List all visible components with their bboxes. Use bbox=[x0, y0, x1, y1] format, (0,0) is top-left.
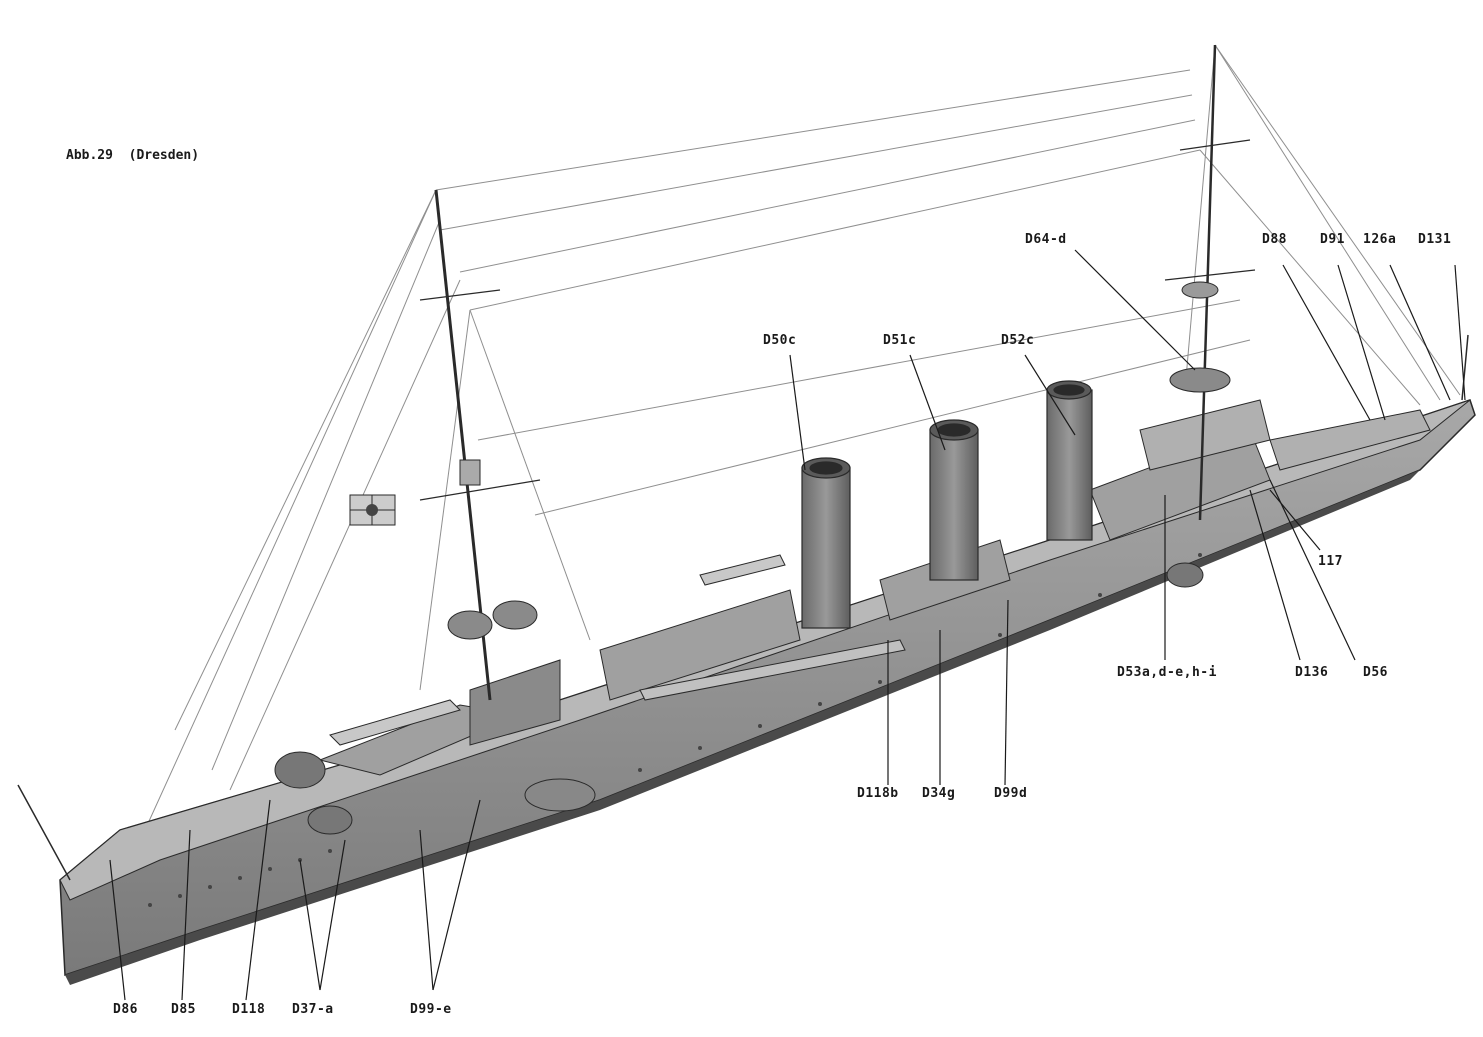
stern-jackstaff bbox=[1461, 334, 1469, 401]
figure-caption: Abb.29 (Dresden) bbox=[66, 148, 200, 163]
callout-D51c: D51c bbox=[883, 333, 917, 348]
bow-jackstaff bbox=[17, 784, 71, 881]
callout-D86: D86 bbox=[113, 1002, 138, 1017]
callout-D50c: D50c bbox=[763, 333, 797, 348]
callout-D136: D136 bbox=[1295, 665, 1329, 680]
funnels bbox=[801, 380, 1093, 629]
callout-D91: D91 bbox=[1320, 232, 1345, 247]
callout-D56: D56 bbox=[1363, 665, 1388, 680]
callout-D131: D131 bbox=[1418, 232, 1452, 247]
foremast bbox=[1164, 44, 1256, 521]
callout-D99-e: D99-e bbox=[410, 1002, 452, 1017]
callout-D52c: D52c bbox=[1001, 333, 1035, 348]
callout-117: 117 bbox=[1318, 554, 1343, 569]
callout-D88: D88 bbox=[1262, 232, 1287, 247]
mainmast bbox=[419, 189, 541, 701]
callout-D34g: D34g bbox=[922, 786, 956, 801]
rigging-wires bbox=[144, 44, 1461, 831]
callout-D118b: D118b bbox=[857, 786, 899, 801]
funnel-2 bbox=[929, 419, 979, 581]
callout-126a: 126a bbox=[1363, 232, 1397, 247]
callout-D64-d: D64-d bbox=[1025, 232, 1067, 247]
callout-D85: D85 bbox=[171, 1002, 196, 1017]
callout-D99d: D99d bbox=[994, 786, 1028, 801]
masts bbox=[17, 44, 1469, 881]
callout-D118: D118 bbox=[232, 1002, 266, 1017]
hull bbox=[59, 399, 1476, 985]
leader-lines bbox=[109, 249, 1466, 1001]
callout-D37-a: D37-a bbox=[292, 1002, 334, 1017]
funnel-3 bbox=[1046, 380, 1093, 541]
funnel-1 bbox=[801, 457, 851, 629]
superstructure bbox=[274, 399, 1431, 835]
porthole-row bbox=[148, 553, 1202, 907]
ensign-flag bbox=[349, 494, 396, 526]
callout-D53a: D53a,d-e,h-i bbox=[1117, 665, 1217, 680]
